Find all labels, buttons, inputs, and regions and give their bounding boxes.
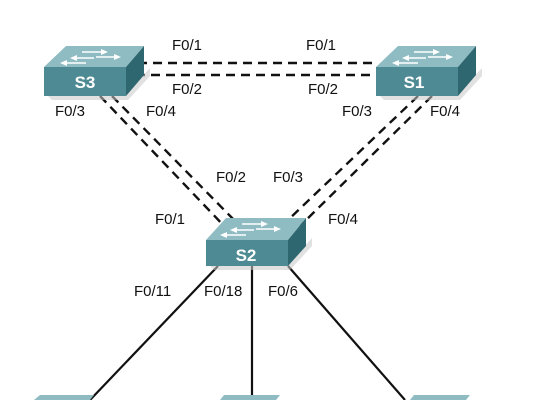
switch-arrows-icon (220, 221, 281, 238)
port-label-s1-f03: F0/3 (342, 103, 372, 120)
port-label-s2-f011: F0/11 (134, 283, 171, 300)
port-label-s2-f04: F0/4 (328, 211, 358, 228)
switch-label-s3: S3 (75, 73, 96, 92)
port-label-s2-f06: F0/6 (268, 283, 298, 300)
port-label-s1-f04: F0/4 (430, 103, 460, 120)
switch-label-s1: S1 (404, 73, 425, 92)
port-label-s2-f03: F0/3 (273, 169, 303, 186)
switch-s3[interactable]: S3 (44, 46, 150, 100)
end-device-right[interactable] (410, 395, 470, 400)
port-label-s3-f03: F0/3 (55, 103, 85, 120)
link-s2-f06 (287, 265, 406, 400)
port-label-s2-f02: F0/2 (216, 169, 246, 186)
link-s1-s2-f04 (299, 95, 433, 227)
port-label-s2-f018: F0/18 (204, 283, 242, 300)
end-device-left[interactable] (34, 395, 94, 400)
link-s3-s2-f03 (99, 95, 227, 229)
switch-label-s2: S2 (236, 246, 257, 265)
switch-arrows-icon (60, 49, 121, 66)
port-label-s3-f04: F0/4 (146, 103, 176, 120)
switch-s1[interactable]: S1 (376, 46, 482, 100)
port-label-s1-f01: F0/1 (306, 37, 336, 54)
end-device-middle[interactable] (220, 395, 280, 400)
port-label-s1-f02: F0/2 (308, 81, 338, 98)
port-label-s3-f02: F0/2 (172, 81, 202, 98)
port-label-s3-f01: F0/1 (172, 37, 202, 54)
link-s2-f011 (89, 265, 219, 400)
port-label-s2-f01: F0/1 (155, 211, 185, 228)
switch-s2[interactable]: S2 (206, 218, 312, 270)
switch-arrows-icon (392, 49, 453, 66)
